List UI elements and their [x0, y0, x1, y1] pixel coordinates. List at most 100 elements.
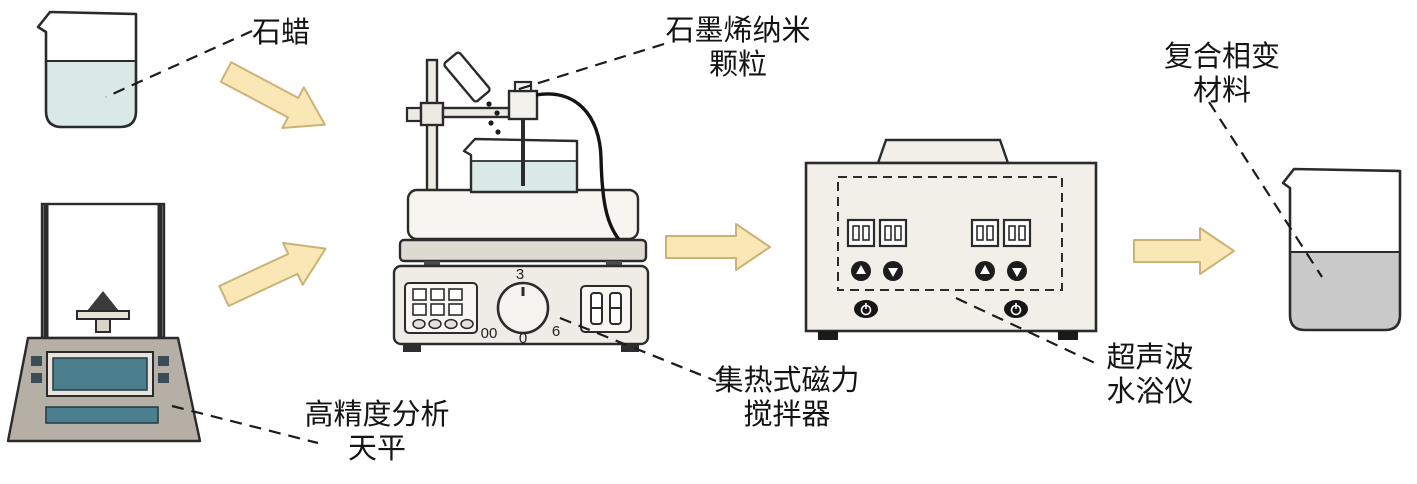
paraffin-beaker [36, 10, 138, 129]
composite-beaker [1281, 167, 1402, 332]
ultrasonic-label: 超声波 水浴仪 [1106, 341, 1193, 408]
plate-mount [424, 261, 440, 268]
stirrer-label: 集热式磁力 搅拌器 [714, 364, 859, 431]
stirrer-plate [398, 238, 648, 263]
power-button [1004, 300, 1028, 318]
magnetic-stirrer: 3 6 0 00 [392, 51, 650, 352]
keypad-oval-button [460, 318, 474, 330]
dial-mark-top: 3 [516, 266, 524, 283]
keypad-button [412, 303, 427, 316]
plate-mount [606, 261, 622, 268]
flow-arrows [218, 61, 1235, 307]
sample-weight-icon [87, 291, 119, 311]
composite-label-line2: 材料 [1193, 74, 1251, 107]
rocker-key [976, 225, 984, 241]
clamp-block [419, 101, 445, 127]
analytical-balance [6, 202, 202, 443]
composite-label: 复合相变 材料 [1164, 40, 1280, 107]
falling-particles [486, 101, 501, 135]
base-foot [403, 344, 421, 352]
keypad-oval-button [444, 318, 458, 330]
ultrasonic-bath [804, 138, 1098, 340]
power-button [854, 300, 878, 318]
keypad-button [412, 288, 427, 301]
bath-foot [1058, 331, 1078, 340]
particle-dot [495, 129, 501, 135]
keypad-button [448, 303, 463, 316]
rocker-key [986, 225, 994, 241]
graphene-label-line1: 石墨烯纳米 [665, 14, 810, 47]
flow-arrow-balance [218, 242, 327, 307]
side-button [158, 356, 169, 366]
clamp-bolt [405, 106, 423, 123]
composite-leader-line [1208, 101, 1323, 278]
dial-mark-right: 6 [552, 323, 560, 340]
beaker-outline [1281, 167, 1402, 332]
balance-label: 高精度分析 天平 [304, 398, 449, 465]
weighing-pan [76, 310, 130, 320]
up-arrow-icon [980, 265, 990, 274]
rocker-key [894, 225, 902, 241]
labels: 石蜡 石墨烯纳米 颗粒 复合相变 材料 高精度分析 天平 集热式磁力 搅拌器 超… [252, 14, 1280, 465]
down-arrow-icon [888, 268, 898, 277]
display-screen [52, 357, 148, 391]
motor-cap [513, 80, 533, 93]
particle-dot [486, 101, 492, 107]
rocker-key [1008, 225, 1016, 241]
flow-arrow-stirrer-to-bath [665, 223, 771, 271]
rocker-key [862, 225, 870, 241]
sample-vial [443, 51, 491, 103]
stirrer-motor [507, 89, 539, 121]
speed-knob [496, 281, 550, 335]
ultrasonic-label-line2: 水浴仪 [1106, 375, 1193, 408]
beaker-liquid [46, 61, 136, 127]
keypad-oval-button [428, 318, 442, 330]
graphene-label: 石墨烯纳米 颗粒 [665, 14, 810, 81]
keypad-button [430, 303, 445, 316]
rocker-switch [878, 218, 908, 248]
balance-label-line2: 天平 [348, 433, 406, 465]
rocker-key [884, 225, 892, 241]
keypad-oval-button [412, 318, 426, 330]
rocker-switch [1002, 218, 1032, 248]
motor-cable [535, 92, 624, 245]
paraffin-label: 石蜡 [252, 16, 310, 49]
pan-pedestal [95, 318, 111, 333]
up-arrow-icon [856, 265, 866, 274]
paraffin-leader-line [105, 29, 253, 99]
particle-dot [488, 120, 494, 126]
side-button [158, 373, 169, 383]
balance-leader-line [171, 404, 319, 445]
switch-panel [580, 285, 632, 333]
stirrer-beaker-outline [462, 137, 579, 194]
stirrer-label-line1: 集热式磁力 [714, 364, 859, 397]
leader-lines [105, 29, 1323, 445]
keypad-button [430, 288, 445, 301]
clamp-arm [441, 106, 515, 119]
beaker-outline [36, 10, 138, 129]
vial-body [443, 51, 491, 103]
particle-dot [494, 110, 500, 116]
lid-handle [876, 138, 1010, 165]
bath-foot [818, 331, 838, 340]
rocker-switch [970, 218, 1000, 248]
keypad-button [448, 288, 463, 301]
base-foot [621, 344, 639, 352]
rocker-key [852, 225, 860, 241]
flow-arrow-paraffin [219, 61, 326, 129]
down-arrow-icon [1012, 268, 1022, 277]
rocker-key [1018, 225, 1026, 241]
ultrasonic-leader-line [955, 297, 1098, 365]
graphene-leader-line [515, 42, 665, 92]
dial-mark-bottom: 0 [519, 330, 527, 347]
balance-label-line1: 高精度分析 [304, 398, 449, 431]
beaker-liquid [1290, 252, 1400, 330]
keyboard-strip [45, 406, 159, 424]
switch-bank-right [970, 218, 1032, 281]
side-button [31, 373, 42, 383]
stirrer-leader-line [559, 316, 717, 383]
graphene-label-line2: 颗粒 [709, 48, 767, 81]
switch-bank-left [846, 218, 908, 281]
